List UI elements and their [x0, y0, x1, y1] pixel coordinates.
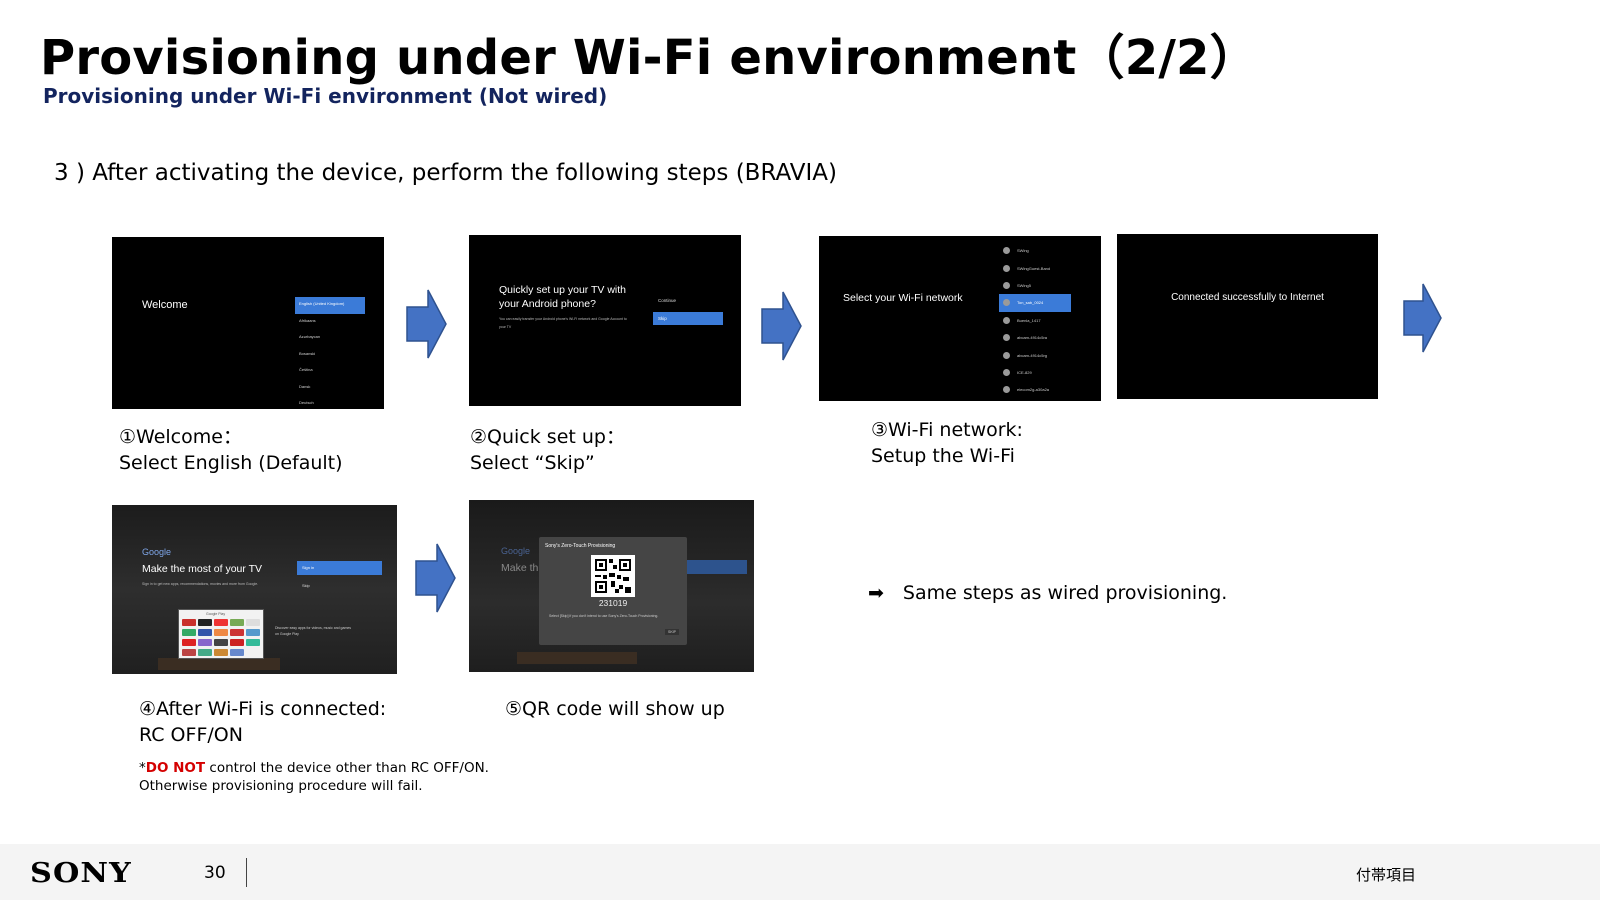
same-steps-note: ➡ Same steps as wired provisioning. [868, 582, 1228, 604]
step4-caption: ④After Wi-Fi is connected: RC OFF/ON [139, 698, 387, 746]
connected-screenshot: Connected successfully to Internet [1117, 234, 1378, 399]
app-tile [230, 639, 244, 646]
app-tile [198, 619, 212, 626]
app-tile [198, 649, 212, 656]
wifi-network-item: SWing5 [999, 277, 1071, 294]
continue-option: Continue [658, 298, 677, 303]
background-selection [679, 560, 747, 574]
app-tile [214, 629, 228, 636]
language-item: Dansk [299, 383, 311, 389]
page-number: 30 [204, 863, 226, 883]
app-tile [182, 639, 196, 646]
app-tile [182, 629, 196, 636]
wifi-icon [1003, 264, 1010, 272]
right-arrow-icon [415, 543, 456, 613]
background-heading: Make th [501, 562, 539, 574]
quick-setup-heading: Quickly set up your TV with your Android… [499, 284, 627, 310]
apps-note: Discover easy apps for videos, music and… [275, 626, 352, 636]
google-heading: Make the most of your TV [142, 563, 263, 575]
google-description: Sign in to get new apps, recommendations… [142, 582, 259, 586]
dialog-description: Select [Skip] if you don't intend to use… [549, 614, 659, 618]
welcome-heading: Welcome [142, 299, 188, 311]
wifi-network-item: abcam-4914c5ra [999, 329, 1071, 346]
app-tile [182, 649, 196, 656]
app-tile [230, 649, 244, 656]
wifi-icon [1003, 316, 1010, 324]
quick-setup-screenshot: Quickly set up your TV with your Android… [469, 235, 741, 406]
wifi-icon [1003, 281, 1010, 289]
step1-caption: ①Welcome： Select English (Default) [119, 426, 343, 474]
wifi-icon [1003, 386, 1010, 394]
step-heading: 3 ) After activating the device, perform… [54, 160, 837, 186]
connected-message: Connected successfully to Internet [1171, 292, 1324, 303]
app-tile [198, 629, 212, 636]
right-arrow-icon [1403, 283, 1442, 353]
app-tile [230, 629, 244, 636]
footer-section-label: 付帯項目 [1356, 866, 1417, 884]
quick-setup-description: You can easily transfer your Android pho… [499, 317, 627, 329]
language-item: Deutsch [299, 400, 314, 405]
skip-option: Skip [302, 583, 310, 588]
dialog-title: Sony's Zero-Touch Provisioning [545, 543, 616, 549]
app-tile [230, 619, 244, 626]
language-item-selected: English (United Kingdom) [295, 297, 365, 314]
app-tile [182, 619, 196, 626]
sony-logo: SONY [30, 858, 132, 889]
footer-divider [246, 858, 247, 887]
language-item: Azərbaycan [299, 334, 321, 339]
tv-stand [158, 658, 280, 670]
wifi-icon [1003, 299, 1010, 307]
google-signin-screenshot: Google Make the most of your TV Sign in … [112, 505, 397, 674]
wifi-network-item: abcam-4914c5rg [999, 346, 1071, 363]
right-arrow-icon [761, 291, 802, 361]
wifi-heading: Select your Wi-Fi network [843, 292, 963, 304]
slide-title: Provisioning under Wi-Fi environment（2/2… [40, 30, 1258, 86]
wifi-network-item: elecom2g-a30a2a [999, 381, 1071, 398]
app-tile [214, 649, 228, 656]
wifi-network-list: SWing SWingGuest-Band SWing5 Ton_sab_002… [999, 242, 1071, 399]
step3-caption: ③Wi-Fi network: Setup the Wi-Fi [871, 419, 1023, 467]
do-not-warning: DO NOT [145, 760, 206, 776]
app-tile [246, 629, 260, 636]
warning-note: *DO NOT control the device other than RC… [139, 760, 489, 794]
google-logo: Google [142, 547, 172, 557]
qr-code-icon [591, 555, 635, 597]
zero-touch-dialog: Sony's Zero-Touch Provisioning 231019 Se… [539, 537, 687, 645]
tv-stand [517, 652, 637, 664]
welcome-screenshot: Welcome English (United Kingdom) Afrikaa… [112, 237, 384, 409]
dialog-skip-button: SKIP [665, 629, 679, 635]
wifi-network-item: ICE-829 [999, 364, 1071, 381]
step2-caption: ②Quick set up： Select “Skip” [470, 426, 625, 474]
wifi-network-item: SWingGuest-Band [999, 259, 1071, 276]
language-item: Afrikaans [299, 317, 316, 323]
app-tile [214, 619, 228, 626]
step5-caption: ⑤QR code will show up [505, 698, 725, 720]
wifi-network-item: Buenla_1417 [999, 312, 1071, 329]
language-list: English (United Kingdom) Afrikaans Azərb… [295, 297, 365, 409]
footer-bar [0, 844, 1600, 900]
provisioning-code: 231019 [598, 598, 628, 608]
wifi-icon [1003, 247, 1010, 255]
wifi-icon [1003, 334, 1010, 342]
app-tile [214, 639, 228, 646]
wifi-icon [1003, 368, 1010, 376]
google-play-label: Google Play [206, 612, 226, 616]
wifi-network-item-selected: Ton_sab_0024 [999, 294, 1071, 312]
zero-touch-screenshot: Google Make th Sony's Zero-Touch Provisi… [469, 500, 754, 672]
app-tile [246, 619, 260, 626]
right-arrow-icon [406, 289, 447, 359]
sign-in-option-selected: Sign in [297, 561, 382, 575]
slide-subtitle: Provisioning under Wi-Fi environment (No… [43, 84, 608, 108]
wifi-network-item: SWing [999, 242, 1071, 259]
google-logo: Google [501, 546, 531, 556]
language-item: Bosanski [299, 350, 316, 356]
language-item: Čeština [299, 367, 313, 372]
wifi-icon [1003, 351, 1010, 359]
app-tile [198, 639, 212, 646]
app-tile [246, 639, 260, 646]
wifi-screenshot: Select your Wi-Fi network SWing SWingGue… [819, 236, 1101, 401]
skip-option-selected: Skip [653, 312, 723, 325]
